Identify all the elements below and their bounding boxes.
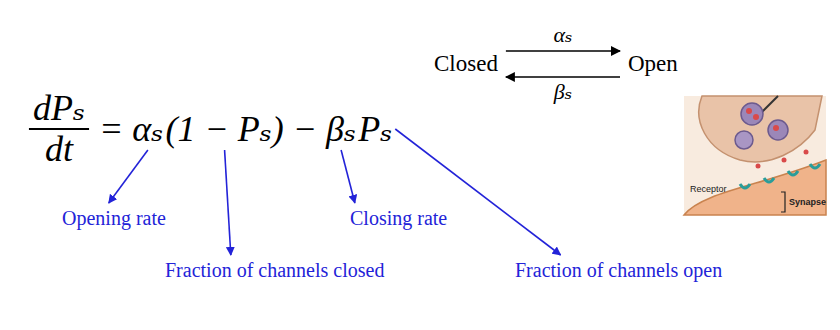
equation-term: Pₛ: [358, 111, 392, 147]
synapse-bracket: [781, 192, 785, 212]
transmitter-dot: [782, 158, 787, 163]
transmitter-dot: [773, 125, 779, 131]
vesicle: [741, 103, 763, 125]
rate-label: αₛ: [553, 23, 572, 47]
transmitter-dot: [746, 108, 752, 114]
presynaptic-terminal: [699, 96, 822, 162]
state-label: Open: [628, 50, 678, 78]
receptor-symbol: [810, 164, 820, 168]
synapse-illustration: [684, 96, 826, 215]
annotation: Opening rate: [62, 206, 166, 230]
leader-arrow: [395, 129, 560, 255]
annotation: Closing rate: [350, 206, 447, 230]
receptor-symbol: [764, 178, 774, 182]
postsynaptic-membrane: [684, 160, 826, 215]
leader-layer: [109, 129, 561, 255]
rate-arrow: [506, 50, 620, 52]
equation-term: (1 − Pₛ): [165, 111, 283, 147]
state-node: Closed: [430, 48, 502, 80]
fraction-bar: [29, 128, 89, 130]
leader-arrow: [341, 150, 355, 203]
transmitter-dot: [753, 114, 759, 120]
connector-layer: [506, 51, 620, 77]
receptor-symbol: [740, 184, 750, 188]
illustration-ground: [684, 96, 826, 215]
rate-arrow: [506, 76, 620, 78]
vesicle: [735, 131, 753, 149]
vesicle: [768, 120, 788, 140]
equation-term: αₛ: [132, 111, 163, 147]
equation-term: dPₛ: [33, 90, 85, 126]
state-label: Closed: [434, 50, 498, 78]
leader-arrow: [109, 150, 148, 203]
equation-term: −: [293, 111, 317, 147]
illustration-label: Receptor: [690, 184, 727, 195]
annotation: Fraction of channels closed: [165, 258, 384, 282]
illustration-label: Synapse: [789, 197, 826, 208]
equation-term: =: [99, 111, 123, 147]
transmitter-dot: [756, 164, 761, 169]
receptor-symbol: [788, 171, 798, 175]
equation-term: βₛ: [326, 111, 356, 147]
state-node: Open: [624, 48, 682, 80]
annotation: Fraction of channels open: [515, 258, 722, 282]
transmitter-dot: [804, 150, 809, 155]
rate-label: βₛ: [554, 80, 572, 104]
equation-term: dt: [45, 131, 73, 167]
electrode: [762, 96, 778, 112]
leader-arrow: [225, 150, 231, 255]
